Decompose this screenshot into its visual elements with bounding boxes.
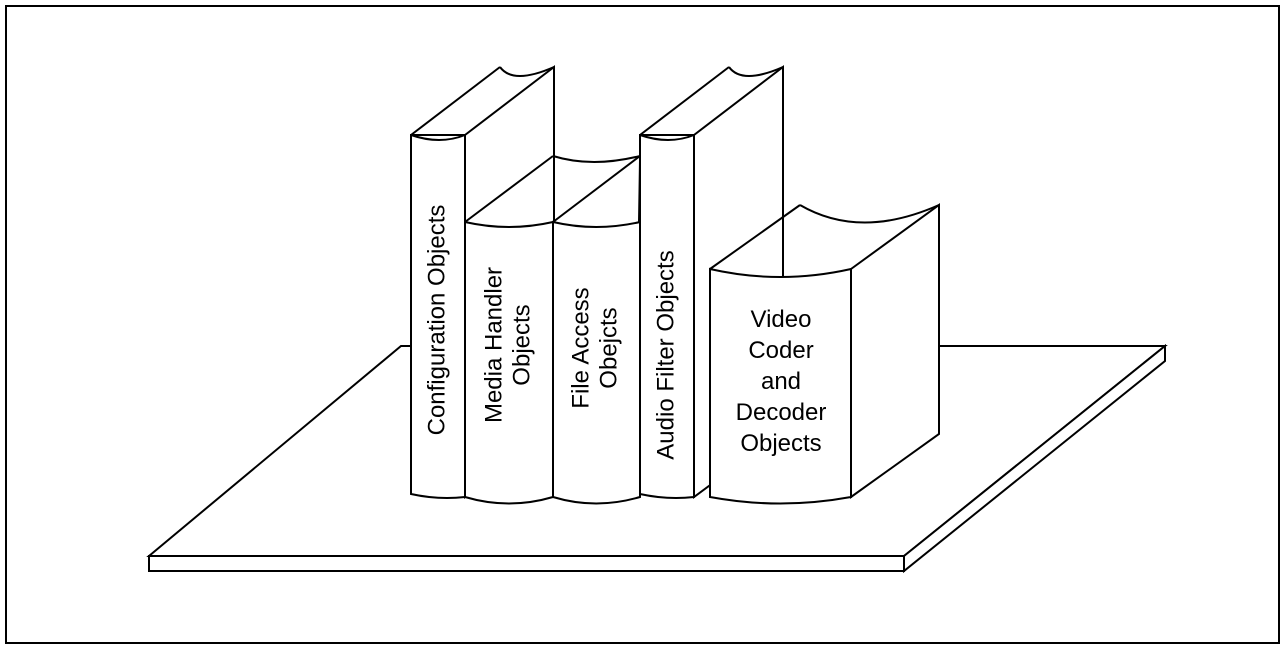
label-configuration: Configuration Objects <box>423 205 450 436</box>
label-video-coder-line-4: Decoder <box>736 399 827 426</box>
label-video-coder-line-3: and <box>761 368 801 395</box>
label-video-coder-line-1: Video <box>751 306 812 333</box>
label-audio-filter: Audio Filter Objects <box>652 250 679 459</box>
label-video-coder-line-2: Coder <box>748 337 813 364</box>
label-media-handler-line-1: Media Handler <box>480 267 507 423</box>
label-video-coder-line-5: Objects <box>740 430 821 457</box>
label-file-access-line-1: File Access <box>567 287 594 408</box>
label-file-access-line-2: Obejcts <box>595 307 622 388</box>
label-media-handler-line-2: Objects <box>508 304 535 385</box>
